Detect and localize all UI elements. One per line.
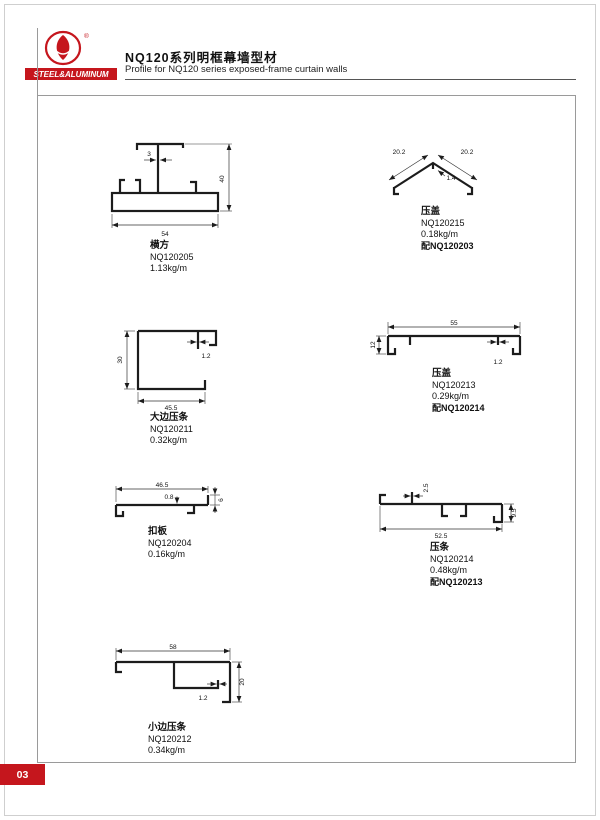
profile-caption: 压盖 NQ120213 0.29kg/m 配NQ120214 — [432, 368, 526, 414]
profile-name: 横方 — [150, 240, 170, 251]
profile-caption: 压盖 NQ120215 0.18kg/m 配NQ120203 — [421, 206, 481, 252]
dim-label: 58 — [169, 644, 177, 651]
profile-block-nq120213: 55 12 1.2 压盖 NQ120213 0.29kg/m 配NQ120214 — [370, 318, 526, 414]
title-rule — [125, 79, 576, 80]
dim-label: 55 — [450, 320, 458, 327]
dim-label: 30 — [117, 356, 124, 364]
dim-label: 3 — [147, 151, 151, 158]
section-outline — [392, 161, 474, 196]
dimensions: 30 45.5 1.2 — [117, 330, 211, 412]
section-outline — [114, 660, 232, 704]
profile-weight: 0.48kg/m — [430, 565, 468, 575]
dim-label: 1.2 — [493, 359, 502, 366]
profile-drawing-nq120211: 30 45.5 1.2 — [117, 329, 218, 412]
profile-code: NQ120214 — [430, 553, 474, 564]
profile-drawing-nq120212: 58 20 1.2 — [114, 644, 246, 704]
profile-mate: 配NQ120213 — [430, 576, 483, 587]
profile-block-nq120212: 58 20 1.2 小边压条 NQ120212 0.34kg/m — [106, 642, 248, 757]
logo-circle — [44, 30, 82, 66]
profile-drawing-nq120213: 55 12 1.2 — [370, 320, 522, 366]
dim-label: 40 — [219, 175, 226, 183]
dim-label: 20 — [239, 678, 246, 686]
profile-name: 压条 — [430, 542, 450, 553]
dim-label: 12 — [370, 341, 377, 349]
company-logo: ® STEEL&ALUMINUM — [24, 28, 118, 82]
dim-label: 46.5 — [156, 482, 169, 489]
dim-label: 1.4 — [446, 175, 455, 182]
profile-block-nq120204: 46.5 0.8 6 扣板 NQ120204 0.16kg/m — [106, 480, 228, 561]
page-number-badge: 03 — [0, 764, 45, 785]
profile-weight: 0.32kg/m — [150, 435, 188, 445]
section-outline — [386, 334, 522, 356]
dimensions: 55 12 1.2 — [370, 320, 521, 366]
profile-name: 小边压条 — [148, 722, 187, 733]
page-title-en: Profile for NQ120 series exposed-frame c… — [125, 64, 348, 75]
dim-label: 1.2 — [198, 695, 207, 702]
dim-label: 20.2 — [461, 149, 474, 156]
dim-label: 9.5 — [511, 508, 518, 517]
logo-banner-bg — [25, 68, 117, 80]
page-title-cn: NQ120系列明框幕墙型材 — [125, 51, 278, 65]
profile-drawing-nq120214: 2.5 52.5 9.5 — [378, 483, 518, 540]
profile-drawing-nq120205: 3 40 54 — [110, 142, 232, 238]
dim-label: 52.5 — [435, 533, 448, 540]
page-number: 03 — [16, 768, 29, 781]
profile-caption: 小边压条 NQ120212 0.34kg/m — [148, 722, 248, 757]
profile-code: NQ120213 — [432, 379, 476, 390]
profile-name: 扣板 — [148, 526, 168, 537]
dim-label: 45.5 — [165, 405, 178, 412]
profile-code: NQ120205 — [150, 251, 194, 262]
profile-name: 大边压条 — [150, 412, 189, 423]
profile-block-nq120214: 2.5 52.5 9.5 压条 NQ120214 0.48kg/m 配NQ120… — [370, 476, 520, 588]
profile-drawing-nq120204: 46.5 0.8 6 — [114, 482, 225, 518]
section-outline — [378, 492, 504, 524]
profile-code: NQ120215 — [421, 217, 465, 228]
section-outline — [114, 495, 210, 518]
section-outline — [136, 329, 218, 391]
dimensions: 3 40 54 — [111, 143, 232, 238]
dim-label: 1.2 — [201, 353, 210, 360]
profile-caption: 压条 NQ120214 0.48kg/m 配NQ120213 — [430, 542, 520, 588]
profile-code: NQ120212 — [148, 733, 192, 744]
logo-graphic: ® STEEL&ALUMINUM — [25, 30, 117, 80]
profile-code: NQ120211 — [150, 423, 193, 434]
dim-label: 0.8 — [164, 494, 173, 501]
logo-flame-icon — [56, 35, 70, 60]
content-frame — [37, 95, 576, 763]
profile-weight: 0.34kg/m — [148, 745, 186, 755]
profile-block-nq120211: 30 45.5 1.2 大边压条 NQ120211 0.32kg/m — [116, 318, 228, 447]
dim-label: 2.5 — [423, 483, 430, 492]
dim-label: 6 — [218, 498, 225, 502]
dim-label: 54 — [161, 231, 169, 238]
profile-weight: 1.13kg/m — [150, 263, 188, 273]
dimensions: 46.5 0.8 6 — [115, 482, 225, 513]
dimensions: 20.2 20.2 1.4 — [388, 149, 478, 182]
logo-banner-text: STEEL&ALUMINUM — [33, 70, 108, 79]
dim-label: 20.2 — [393, 149, 406, 156]
profile-weight: 0.16kg/m — [148, 549, 186, 559]
profile-weight: 0.18kg/m — [421, 229, 459, 239]
profile-name: 压盖 — [421, 206, 441, 217]
profile-caption: 扣板 NQ120204 0.16kg/m — [148, 526, 228, 561]
profile-caption: 大边压条 NQ120211 0.32kg/m — [150, 412, 228, 447]
profile-mate: 配NQ120203 — [421, 240, 474, 251]
registered-mark: ® — [84, 32, 89, 40]
dimensions: 2.5 52.5 9.5 — [379, 483, 518, 540]
section-outline — [110, 142, 220, 213]
profile-code: NQ120204 — [148, 537, 192, 548]
profile-mate: 配NQ120214 — [432, 402, 485, 413]
profile-weight: 0.29kg/m — [432, 391, 470, 401]
profile-block-nq120205: 3 40 54 横方 NQ120205 1.13kg/m — [108, 130, 240, 275]
profile-block-nq120215: 20.2 20.2 1.4 压盖 NQ120215 0.18kg/m 配NQ12… — [385, 146, 481, 252]
profile-name: 压盖 — [432, 368, 452, 379]
logo-swirl — [54, 49, 72, 55]
dimensions: 58 20 1.2 — [115, 644, 246, 703]
profile-caption: 横方 NQ120205 1.13kg/m — [150, 240, 240, 275]
profile-drawing-nq120215: 20.2 20.2 1.4 — [388, 149, 478, 196]
